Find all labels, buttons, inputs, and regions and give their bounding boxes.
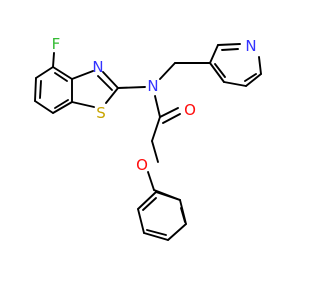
bond <box>159 62 176 80</box>
bond <box>151 140 159 163</box>
bond <box>117 86 146 89</box>
bond <box>180 207 186 223</box>
bond <box>221 48 239 51</box>
bond <box>137 208 145 234</box>
bond <box>155 191 181 201</box>
molecule-structure-diagram: F N S N N O O <box>34 35 262 241</box>
bond <box>35 66 54 79</box>
bond <box>52 101 73 114</box>
bond <box>105 87 119 104</box>
bond <box>258 56 262 75</box>
fluorine-atom-label: F <box>52 35 61 53</box>
bond <box>34 77 37 102</box>
bond <box>244 73 257 82</box>
bond <box>102 71 119 89</box>
bond <box>34 100 54 114</box>
bond <box>54 99 69 109</box>
atom-labels: F N S N N O O <box>52 35 257 174</box>
bond <box>245 73 262 87</box>
thiazole-nitrogen-atom-label: N <box>92 58 103 76</box>
bond <box>97 75 113 91</box>
ether-oxygen-atom-label: O <box>136 156 148 174</box>
bond <box>71 70 94 80</box>
bond <box>214 63 226 78</box>
bond <box>217 43 241 46</box>
bond <box>159 107 179 118</box>
bond <box>209 44 219 64</box>
bond <box>52 66 73 80</box>
bond <box>146 229 167 236</box>
bond <box>71 101 95 108</box>
bond <box>142 197 157 211</box>
bond <box>39 80 42 99</box>
bond <box>143 232 169 241</box>
thiazole-sulfur-atom-label: S <box>96 104 106 122</box>
bonds <box>34 43 262 241</box>
carbonyl-oxygen-atom-label: O <box>184 101 196 119</box>
amide-nitrogen-atom-label: N <box>147 77 158 95</box>
bond <box>223 81 247 87</box>
pyridine-nitrogen-atom-label: N <box>245 37 256 55</box>
bond <box>209 62 225 83</box>
bond <box>147 171 155 191</box>
bond <box>54 72 68 82</box>
bond <box>167 223 187 241</box>
bond <box>154 95 161 118</box>
bond <box>151 116 161 142</box>
bond <box>137 191 157 210</box>
bond <box>52 52 55 68</box>
bond <box>162 113 181 124</box>
